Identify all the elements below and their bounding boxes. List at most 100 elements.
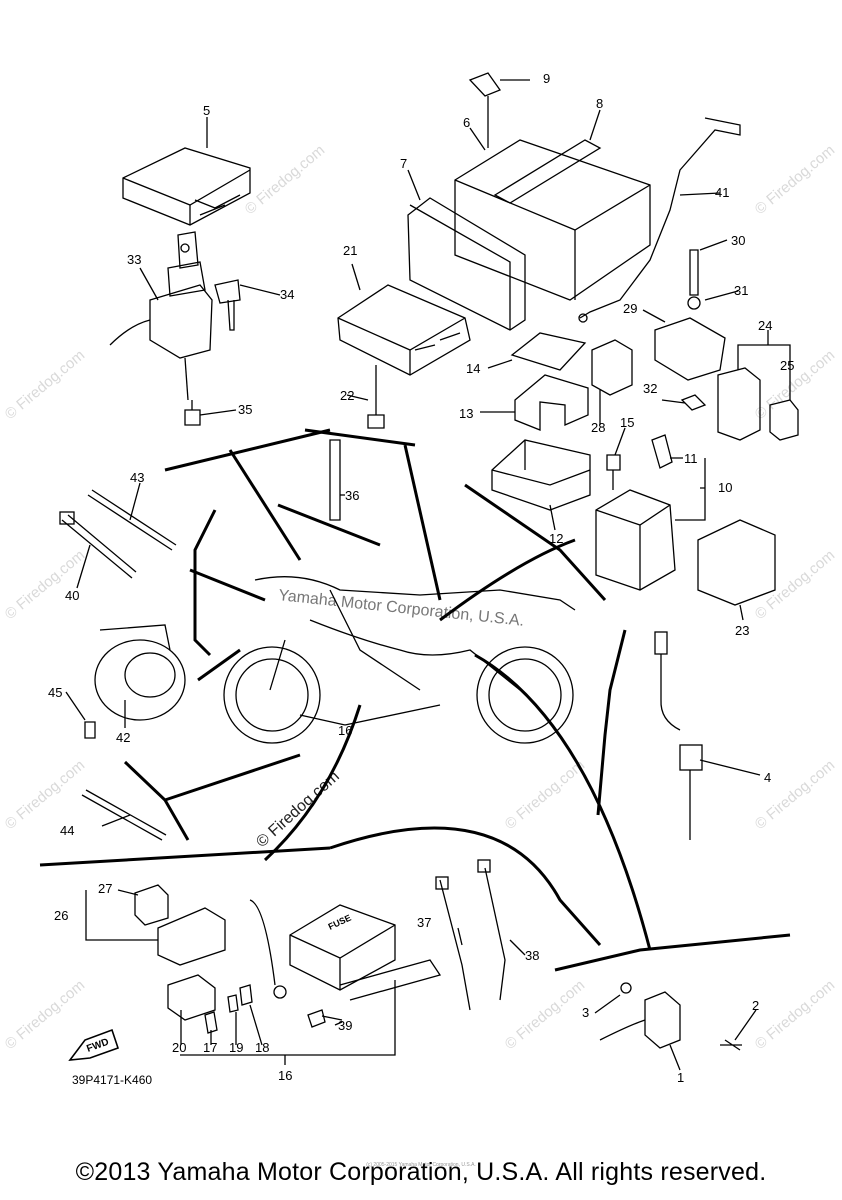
fuse-label: FUSE <box>327 913 353 932</box>
part-39-bolt <box>307 1009 343 1028</box>
part-24-connector <box>717 367 761 441</box>
callout: 7 <box>400 156 407 171</box>
part-5-ecu <box>122 147 251 226</box>
callout: 31 <box>734 283 748 298</box>
part-44-tie <box>81 789 167 841</box>
watermark: © Firedog.com <box>752 142 838 218</box>
callout: 22 <box>340 388 354 403</box>
part-18-fuse <box>239 984 253 1006</box>
part-42-horn <box>94 624 186 721</box>
callout: 37 <box>417 915 431 930</box>
part-33-main-switch <box>109 231 213 401</box>
callout: 25 <box>780 358 794 373</box>
watermark: © Firedog.com <box>2 347 88 423</box>
callout: 42 <box>116 730 130 745</box>
watermark: © Firedog.com <box>2 977 88 1053</box>
part-45-bolt <box>84 721 96 739</box>
callout: 41 <box>715 185 729 200</box>
part-3-washer <box>620 982 632 994</box>
callout: 39 <box>338 1018 352 1033</box>
document-code: 39P4171-K460 <box>72 1073 153 1087</box>
part-21-control-unit <box>337 284 471 376</box>
callout: 35 <box>238 402 252 417</box>
part-37-tie <box>439 879 471 1011</box>
part-26-box <box>157 907 226 966</box>
callout: 4 <box>764 770 771 785</box>
watermark: © Firedog.com <box>242 142 328 218</box>
watermark: © Firedog.com <box>752 547 838 623</box>
callout: 12 <box>549 531 563 546</box>
part-27-fuse-box <box>134 884 169 926</box>
callout: 32 <box>643 381 657 396</box>
part-40-tie <box>61 514 137 579</box>
part-19-fuse <box>227 994 239 1013</box>
callout: 1 <box>677 1070 684 1085</box>
callout: 15 <box>620 415 634 430</box>
part-12-cover <box>491 439 591 511</box>
callout: 24 <box>758 318 772 333</box>
callout: 10 <box>718 480 732 495</box>
watermark: © Firedog.com <box>253 768 343 851</box>
part-36-sensor <box>329 439 341 521</box>
callout: 16 <box>278 1068 292 1083</box>
part-30-bolt <box>689 249 699 296</box>
part-16-cable <box>249 899 276 986</box>
part-29-relay <box>654 317 726 381</box>
callout: 36 <box>345 488 359 503</box>
callout: 27 <box>98 881 112 896</box>
callout: 33 <box>127 252 141 267</box>
part-15-bolt <box>606 454 621 490</box>
callout: 9 <box>543 71 550 86</box>
motorcycle <box>223 576 576 744</box>
callout: 2 <box>752 998 759 1013</box>
callout: 5 <box>203 103 210 118</box>
callout: 45 <box>48 685 62 700</box>
watermark: © Firedog.com <box>752 977 838 1053</box>
callouts: 1 2 3 4 5 6 7 8 9 10 11 12 13 14 15 16 1… <box>48 71 794 1085</box>
callout: 26 <box>54 908 68 923</box>
callout: 44 <box>60 823 74 838</box>
part-23-flasher <box>697 519 776 606</box>
callout: 28 <box>591 420 605 435</box>
callout: 17 <box>203 1040 217 1055</box>
part-2-screw <box>720 1039 742 1051</box>
part-22-bolt <box>367 365 385 429</box>
watermark: © Firedog.com <box>2 757 88 833</box>
small-copyright: (c) 2005-2015 Yamaha Motor Corporation, … <box>366 1162 476 1168</box>
leader-lines <box>65 79 791 1071</box>
callout: 40 <box>65 588 79 603</box>
part-6-battery <box>454 139 651 301</box>
watermark: © Firedog.com <box>502 757 588 833</box>
part-32-clip <box>680 394 707 411</box>
part-20-relay <box>167 974 216 1021</box>
part-34-key <box>214 279 241 331</box>
part-38-tie <box>484 867 506 1001</box>
part-13-bracket <box>514 374 589 431</box>
watermark: © Firedog.com <box>502 977 588 1053</box>
callout: 38 <box>525 948 539 963</box>
callout: 30 <box>731 233 745 248</box>
callout: 23 <box>735 623 749 638</box>
callout: 14 <box>466 361 480 376</box>
callout: 13 <box>459 406 473 421</box>
callout: 11 <box>684 451 698 466</box>
part-43-tie <box>87 489 177 551</box>
watermark: © Firedog.com <box>752 347 838 423</box>
watermark: © Firedog.com <box>2 547 88 623</box>
copyright-notice: ©2013 Yamaha Motor Corporation, U.S.A. A… <box>75 1158 767 1186</box>
part-8-strap <box>493 139 602 204</box>
callout: 43 <box>130 470 144 485</box>
callout: 18 <box>255 1040 269 1055</box>
part-9-pad <box>468 72 502 97</box>
watermark: © Firedog.com <box>752 757 838 833</box>
callout: 6 <box>463 115 470 130</box>
part-31-washer <box>687 296 701 310</box>
part-7-cover <box>407 197 526 331</box>
callout: 8 <box>596 96 603 111</box>
drawing-layer <box>39 72 799 1071</box>
part-1-sensor <box>599 991 681 1049</box>
callout: 29 <box>623 301 637 316</box>
fwd-arrow <box>68 1028 120 1061</box>
part-14-pad <box>510 332 587 371</box>
